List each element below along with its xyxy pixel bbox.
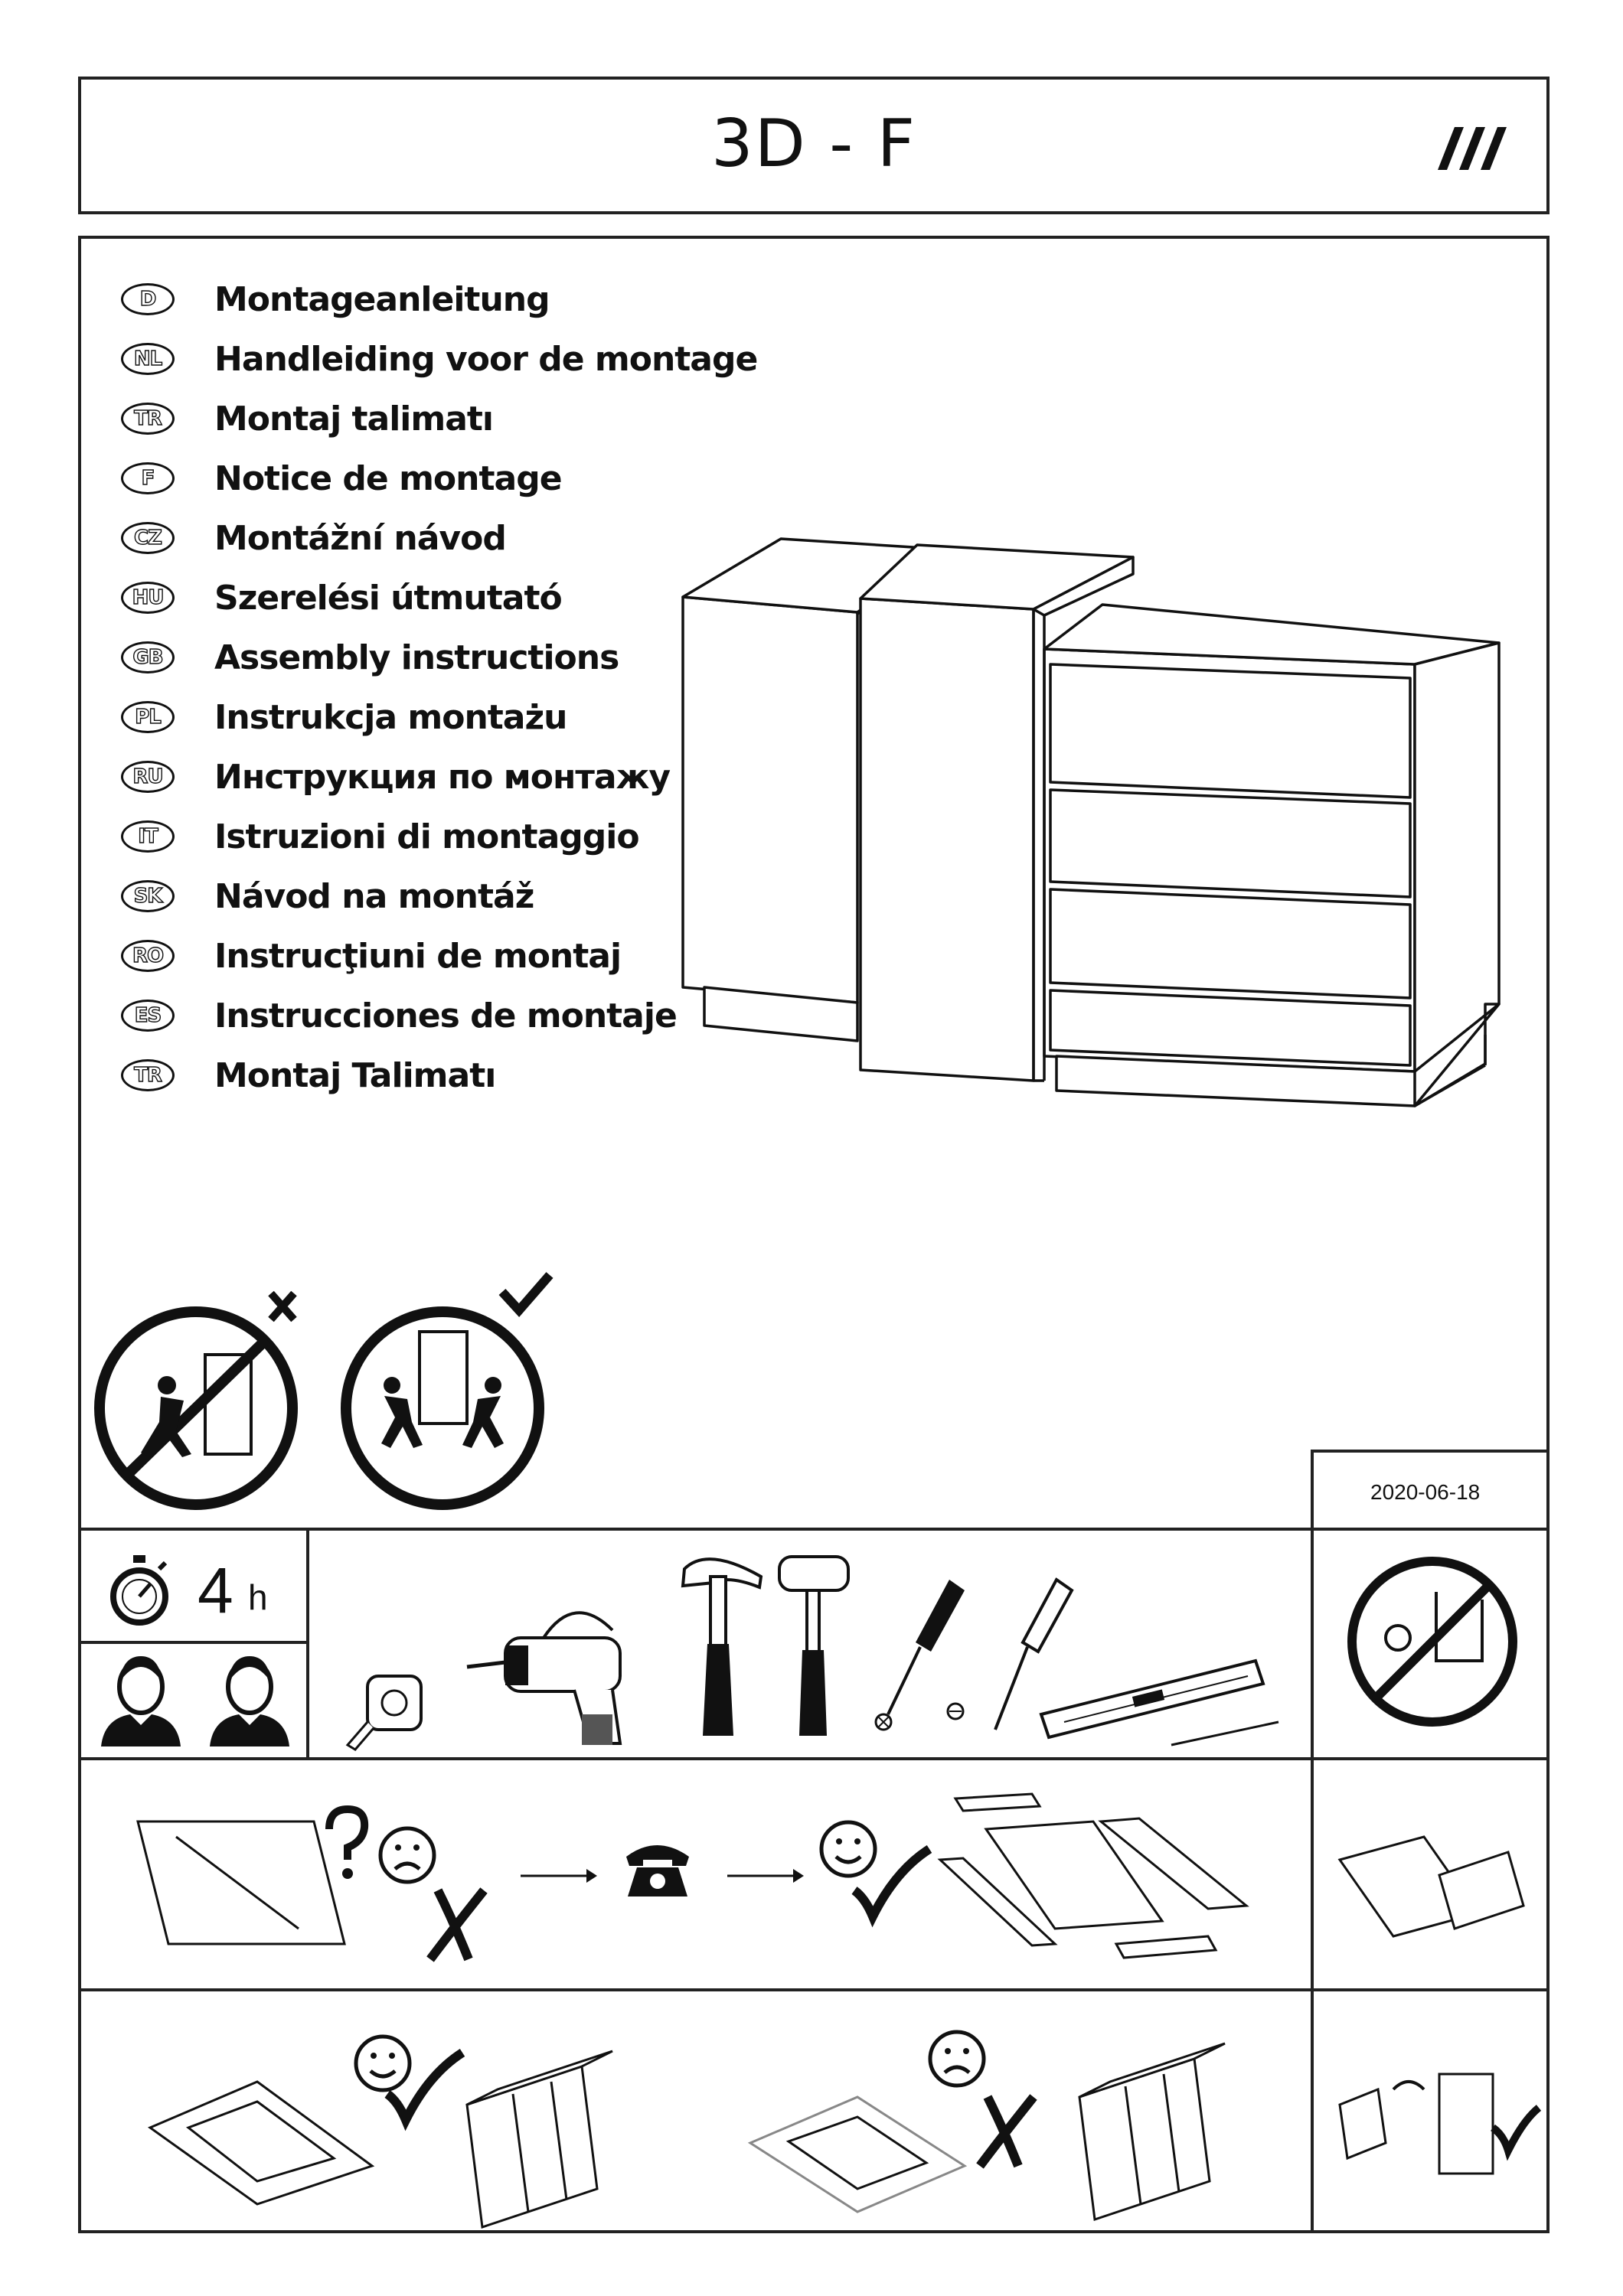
happy-face-icon (819, 1820, 877, 1878)
divider (1311, 1450, 1550, 1453)
language-row: IT Istruzioni di montaggio (121, 807, 757, 866)
language-code-badge: HU (121, 582, 175, 614)
assembly-time-unit: h (248, 1577, 268, 1617)
language-title: Instrukcja montażu (214, 697, 567, 737)
language-code-badge: RO (121, 940, 175, 972)
language-list: D Montageanleitung NL Handleiding voor de … (121, 269, 758, 1105)
assembly-time-value: 4 (198, 1554, 233, 1626)
language-row: CZ Montážní návod (121, 508, 757, 568)
language-row: ES Instrucciones de montaje (121, 986, 757, 1045)
language-title: Istruzioni di montaggio (214, 817, 640, 856)
language-title: Návod na montáž (214, 876, 534, 916)
tape-measure-icon (345, 1675, 423, 1751)
language-row: HU Szerelési útmutató (121, 568, 757, 628)
language-row: RO Instrucţiuni de montaj (121, 926, 757, 986)
language-code-badge: F (121, 462, 175, 494)
one-person-lift-prohibited-icon (94, 1290, 298, 1510)
no-children-icon (1347, 1557, 1517, 1727)
arrow-icon (521, 1869, 597, 1883)
language-code-badge: SK (121, 880, 175, 912)
language-title: Notice de montage (214, 458, 563, 498)
language-code-badge: CZ (121, 522, 175, 554)
language-row: RU Инструкция по монтажу (121, 747, 757, 807)
document-date: 2020-06-18 (1370, 1480, 1481, 1504)
language-title: Instrucciones de montaje (214, 996, 678, 1035)
language-row: SK Návod na montáž (121, 866, 757, 926)
hammer-icon (681, 1557, 763, 1736)
cross-mark-icon (426, 1887, 488, 1962)
language-title: Montaj Talimatı (214, 1055, 496, 1095)
language-title: Инструкция по монтажу (214, 757, 671, 797)
rubber-mallet-icon (778, 1555, 850, 1736)
divider (306, 1528, 309, 1757)
language-title: Handleiding voor de montage (214, 339, 758, 379)
divider (78, 1757, 1550, 1760)
language-title: Szerelési útmutató (214, 578, 563, 618)
telephone-icon (626, 1845, 689, 1896)
cross-mark-icon (976, 2094, 1037, 2169)
two-person-lift-ok-icon (341, 1272, 554, 1510)
language-title: Montageanleitung (214, 279, 550, 319)
sideboard-illustration (681, 537, 1501, 1107)
person-icon (210, 1656, 289, 1746)
language-title: Montaj talimatı (214, 399, 494, 439)
language-row: D Montageanleitung (121, 269, 757, 329)
divider (1311, 1450, 1314, 2233)
question-mark-icon (325, 1805, 369, 1879)
main-panel: D Montageanleitung NL Handleiding voor de … (78, 236, 1550, 2233)
language-code-badge: D (121, 283, 175, 315)
language-code-badge: TR (121, 403, 175, 435)
power-drill-icon (466, 1611, 622, 1745)
brand-slash-icon (1438, 127, 1507, 170)
language-row: PL Instrukcja montażu (121, 687, 757, 747)
soft-surface-icon (147, 2080, 375, 2206)
parts-layout-icon (937, 1792, 1249, 1959)
language-title: Assembly instructions (214, 638, 619, 677)
language-row: TR Montaj Talimatı (121, 1045, 757, 1105)
language-code-badge: PL (121, 701, 175, 733)
cabinet-carcass-icon (465, 2050, 613, 2229)
document-title: 3D - F (710, 106, 917, 182)
divider (78, 1528, 1550, 1531)
language-code-badge: RU (121, 761, 175, 793)
sad-face-icon (928, 2030, 986, 2088)
stopwatch-icon (110, 1555, 168, 1626)
person-icon (101, 1656, 181, 1746)
language-row: NL Handleiding voor de montage (121, 329, 758, 389)
language-row: F Notice de montage (121, 448, 757, 508)
language-title: Montážní návod (214, 518, 507, 558)
divider (78, 1988, 1550, 1991)
instruction-booklet-icon (1337, 1835, 1525, 1938)
cabinet-carcass-icon (1078, 2042, 1226, 2222)
language-code-badge: NL (121, 343, 175, 375)
arrow-icon (727, 1869, 804, 1883)
packaging-disposal-icon (1338, 2073, 1542, 2175)
language-row: GB Assembly instructions (121, 628, 757, 687)
happy-face-icon (354, 2034, 412, 2092)
language-title: Instrucţiuni de montaj (214, 936, 622, 976)
sad-face-icon (378, 1826, 436, 1884)
title-box: 3D - F (78, 77, 1550, 214)
language-code-badge: ES (121, 1000, 175, 1032)
language-code-badge: GB (121, 641, 175, 673)
spirit-level-icon (1039, 1658, 1279, 1746)
hard-floor-icon (747, 2095, 968, 2213)
check-mark-icon (851, 1844, 932, 1928)
phillips-screwdriver-icon (874, 1580, 965, 1731)
damaged-parts-icon (136, 1820, 346, 1945)
language-row: TR Montaj talimatı (121, 389, 757, 448)
language-code-badge: IT (121, 820, 175, 853)
check-mark-icon (384, 2048, 465, 2131)
flathead-screwdriver-icon (946, 1577, 1074, 1730)
divider (78, 1641, 306, 1644)
language-code-badge: TR (121, 1059, 175, 1091)
